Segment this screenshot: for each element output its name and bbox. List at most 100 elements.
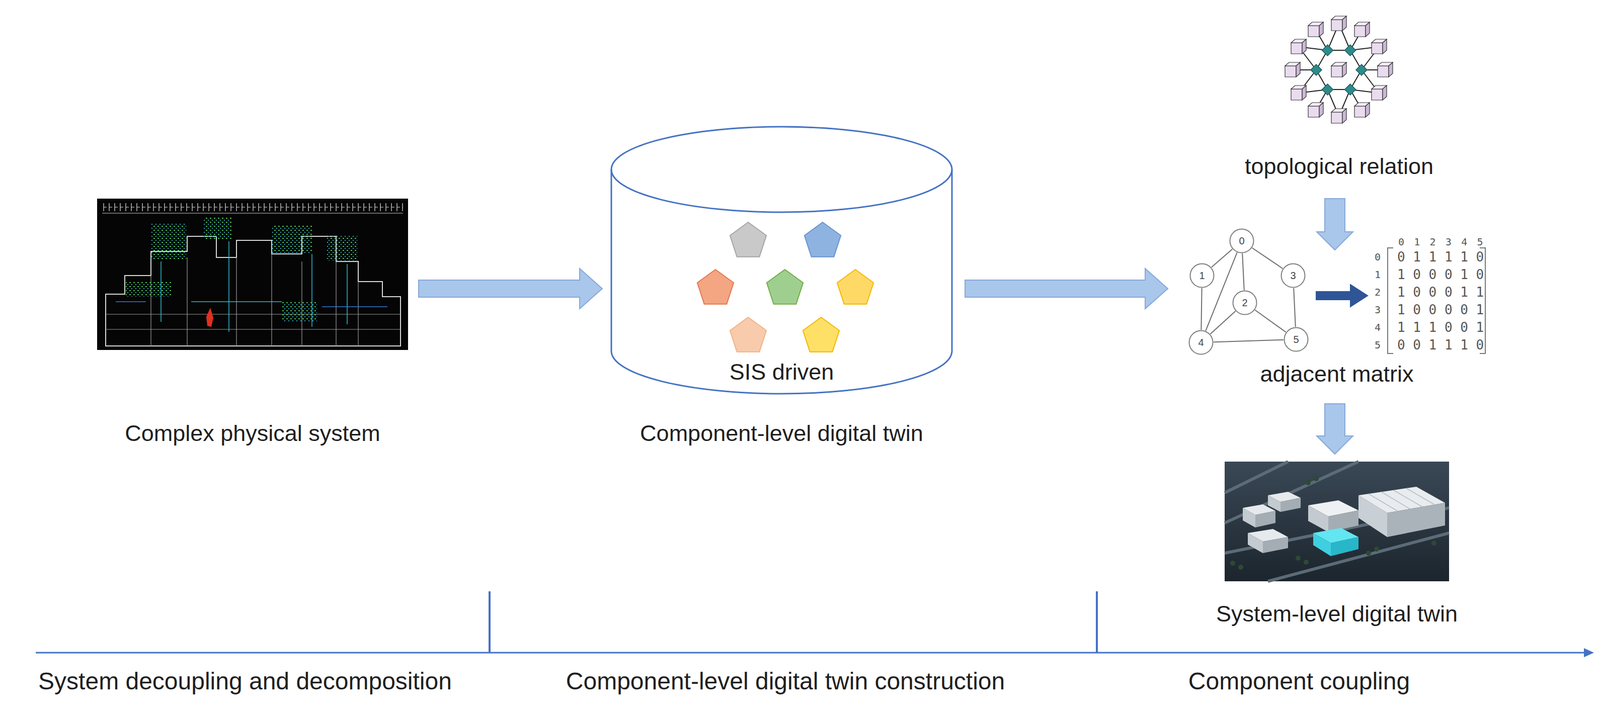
caption-text: System-level digital twin [1216,601,1458,628]
graph-edge [1211,249,1233,268]
city-render [1280,498,1301,513]
matrix-row: 0 1 1 1 1 0 [1397,249,1484,266]
phase-label: Component coupling [1188,667,1410,696]
vertex-number: 3 [1290,269,1296,282]
city-render [1313,476,1319,482]
city-render [1308,505,1329,533]
phase-label: System decoupling and decomposition [38,667,452,696]
graph-edge [1293,288,1296,328]
vertex-outline [1189,263,1215,289]
matrix-row: 1 0 0 0 0 1 [1397,301,1484,318]
matrix-index: 4 [1461,235,1468,249]
cad-drawing [102,212,404,214]
timeline [489,591,1097,654]
image-panel: Complex physical system [97,198,409,351]
cad-drawing [327,235,358,261]
lattice-illustration [1355,64,1368,76]
matrix-index: 0 [1398,235,1405,249]
database-cylinder: SIS drivenComponent-level digital twin [610,125,953,395]
component-pentagons [766,269,804,305]
lattice-illustration [1285,62,1301,77]
graph-edge [1201,288,1202,331]
graph-vertex: 4 [1188,330,1214,356]
vertex-outline [1280,263,1306,289]
component-pentagons [697,222,874,353]
city-render [1238,565,1244,571]
caption-text: Component-level digital twin [640,420,924,447]
component-pentagons [730,317,767,353]
flow-arrow [965,268,1168,309]
caption-text: topological relation [1244,153,1434,180]
image-panel: topological relation [1280,12,1398,128]
lattice-illustration [1371,85,1387,101]
vertex-outline [1188,330,1214,356]
matrix-index: 5 [1374,339,1381,352]
matrix-row: 1 0 0 0 1 0 [1397,266,1484,283]
lattice-illustration [1322,84,1334,96]
vertex-outline [1283,327,1309,353]
vertex-circle [1189,331,1214,355]
city-render [1305,480,1311,486]
cad-drawing [206,307,214,328]
phase-label: Component-level digital twin constructio… [566,667,1005,696]
city-render [1230,476,1437,571]
lattice-illustration [1310,64,1322,76]
cad-drawing [105,254,401,347]
city-render [1387,503,1446,538]
city-render [1313,528,1359,544]
graph-vertex: 3 [1280,263,1306,289]
city-render [1313,533,1331,557]
matrix-index: 2 [1374,286,1381,299]
city-render [1366,550,1372,556]
flow-arrow [1316,404,1353,455]
matrix-index: 1 [1413,235,1420,249]
graph-vertex: 0 [1229,228,1255,254]
city-render [1242,504,1276,516]
matrix-index: 4 [1374,321,1381,334]
matrix-index: 1 [1374,268,1381,281]
city-render [1330,537,1359,557]
cad-drawing [102,203,404,212]
lattice-illustration [1308,102,1324,118]
vertex-number: 2 [1241,296,1248,309]
timeline [1583,648,1594,658]
graph-edge [1210,311,1236,335]
lattice-illustration [1331,62,1347,77]
vertex-outline [1229,228,1255,254]
lattice-illustration [1354,102,1370,118]
cylinder-outline [610,125,953,395]
lattice-illustration [1308,22,1324,37]
city-render [1247,533,1263,554]
lattice-illustration [1377,62,1393,77]
city-render [1431,540,1437,546]
lattice-illustration [1292,23,1386,117]
vertex-number: 0 [1238,234,1245,248]
city-render [1303,560,1309,566]
matrix-row: 1 1 1 0 0 1 [1397,319,1484,336]
city-render [1224,461,1450,582]
city-render [1267,495,1281,513]
graph-edge [1252,248,1284,269]
lattice-illustration [1291,85,1307,101]
city-render [1368,488,1435,512]
graph-edge [1242,253,1245,291]
cad-drawing [203,217,232,240]
flow-arrow [418,268,603,309]
lattice-illustration [1291,39,1307,54]
lattice-illustration [1331,108,1347,124]
cad-drawing [97,198,409,351]
city-render [1295,555,1301,562]
city-render [1224,461,1450,582]
city-render [1328,510,1359,533]
timeline [35,652,1585,655]
graph-edge [1254,310,1286,333]
city-render [1374,546,1380,552]
cad-drawing [97,198,409,351]
cad-drawing [271,225,312,254]
caption-text: adjacent matrix [1259,361,1414,388]
cylinder-top [611,126,952,213]
